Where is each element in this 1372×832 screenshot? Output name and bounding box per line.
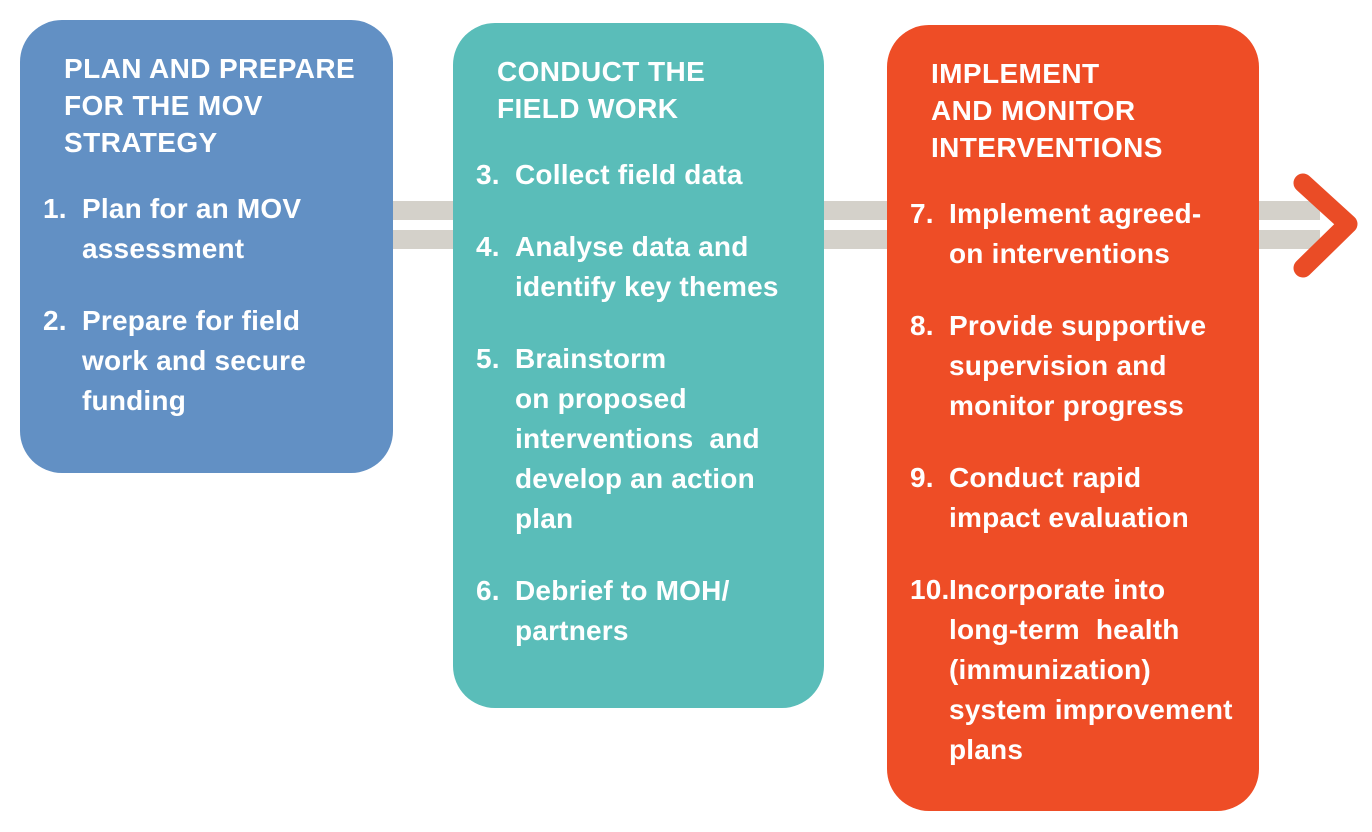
step-line: monitor progress [949,390,1185,421]
step-line: Provide supportive [949,310,1207,341]
step-item-3: 3. Collect field data [476,155,812,195]
step-line: Conduct rapid [949,462,1142,493]
step-line: on interventions [949,238,1170,269]
step-line: Incorporate into [949,574,1166,605]
step-line: partners [515,615,629,646]
phase-title-line: CONDUCT THE [497,56,706,87]
step-line: long-term health [949,614,1180,645]
step-text: Provide supportive supervision and monit… [949,306,1247,426]
step-item-5: 5. Brainstorm on proposed interventions … [476,339,812,539]
step-number: 2. [43,305,67,336]
connector-bar [1259,201,1320,220]
step-number: 9. [910,462,934,493]
step-text: Collect field data [515,155,812,195]
step-text: Implement agreed- on interventions [949,194,1247,274]
step-item-8: 8. Provide supportive supervision and mo… [910,306,1247,426]
phase-title-plan-prepare: PLAN AND PREPARE FOR THE MOV STRATEGY [20,50,393,161]
phase-title-line: STRATEGY [64,127,218,158]
step-number: 1. [43,193,67,224]
step-number: 4. [476,231,500,262]
phase-title-line: PLAN AND PREPARE [64,53,356,84]
phase-title-line: IMPLEMENT [931,58,1100,89]
step-line: (immunization) [949,654,1151,685]
step-line: funding [82,385,187,416]
step-line: interventions and [515,423,760,454]
step-line: Prepare for field [82,305,301,336]
step-line: assessment [82,233,245,264]
step-number: 6. [476,575,500,606]
step-number: 10. [910,574,950,605]
step-line: system improvement [949,694,1233,725]
step-text: Brainstorm on proposed interventions and… [515,339,812,539]
step-item-6: 6. Debrief to MOH/ partners [476,571,812,651]
step-line: impact evaluation [949,502,1189,533]
step-item-1: 1. Plan for an MOV assessment [43,189,381,269]
connector-bar [824,230,887,249]
step-line: develop an action [515,463,755,494]
step-item-10: 10. Incorporate into long-term health (i… [910,570,1247,770]
step-list: 1. Plan for an MOV assessment 2. Prepare… [20,189,393,421]
step-list: 7. Implement agreed- on interventions 8.… [887,194,1259,770]
phase-title-line: INTERVENTIONS [931,132,1163,163]
step-text: Plan for an MOV assessment [82,189,381,269]
phase-title-line: AND MONITOR [931,95,1136,126]
step-line: Brainstorm [515,343,667,374]
connector-bar [393,201,453,220]
phase-title-implement-monitor: IMPLEMENT AND MONITOR INTERVENTIONS [887,55,1259,166]
step-number: 8. [910,310,934,341]
phase-title-conduct-field-work: CONDUCT THE FIELD WORK [453,53,824,127]
phase-card-implement-monitor: IMPLEMENT AND MONITOR INTERVENTIONS 7. I… [887,25,1259,811]
phase-card-plan-prepare: PLAN AND PREPARE FOR THE MOV STRATEGY 1.… [20,20,393,473]
step-line: on proposed [515,383,687,414]
step-line: plans [949,734,1024,765]
step-number: 3. [476,159,500,190]
step-text: Incorporate into long-term health (immun… [949,570,1247,770]
step-item-2: 2. Prepare for field work and secure fun… [43,301,381,421]
step-list: 3. Collect field data 4. Analyse data an… [453,155,824,651]
step-item-4: 4. Analyse data and identify key themes [476,227,812,307]
flow-arrow-icon [1286,168,1366,282]
step-text: Analyse data and identify key themes [515,227,812,307]
step-text: Prepare for field work and secure fundin… [82,301,381,421]
step-item-9: 9. Conduct rapid impact evaluation [910,458,1247,538]
step-item-7: 7. Implement agreed- on interventions [910,194,1247,274]
step-text: Debrief to MOH/ partners [515,571,812,651]
phase-card-conduct-field-work: CONDUCT THE FIELD WORK 3. Collect field … [453,23,824,708]
step-line: work and secure [82,345,306,376]
step-line: plan [515,503,574,534]
step-line: Analyse data and [515,231,749,262]
connector-bar [393,230,453,249]
connector-bar [824,201,887,220]
step-line: supervision and [949,350,1167,381]
step-line: Implement agreed- [949,198,1202,229]
step-line: Debrief to MOH/ [515,575,730,606]
phase-title-line: FOR THE MOV [64,90,263,121]
step-line: Plan for an MOV [82,193,302,224]
step-text: Conduct rapid impact evaluation [949,458,1247,538]
phase-title-line: FIELD WORK [497,93,679,124]
step-line: Collect field data [515,159,743,190]
step-number: 7. [910,198,934,229]
step-line: identify key themes [515,271,779,302]
step-number: 5. [476,343,500,374]
connector-bar [1259,230,1320,249]
